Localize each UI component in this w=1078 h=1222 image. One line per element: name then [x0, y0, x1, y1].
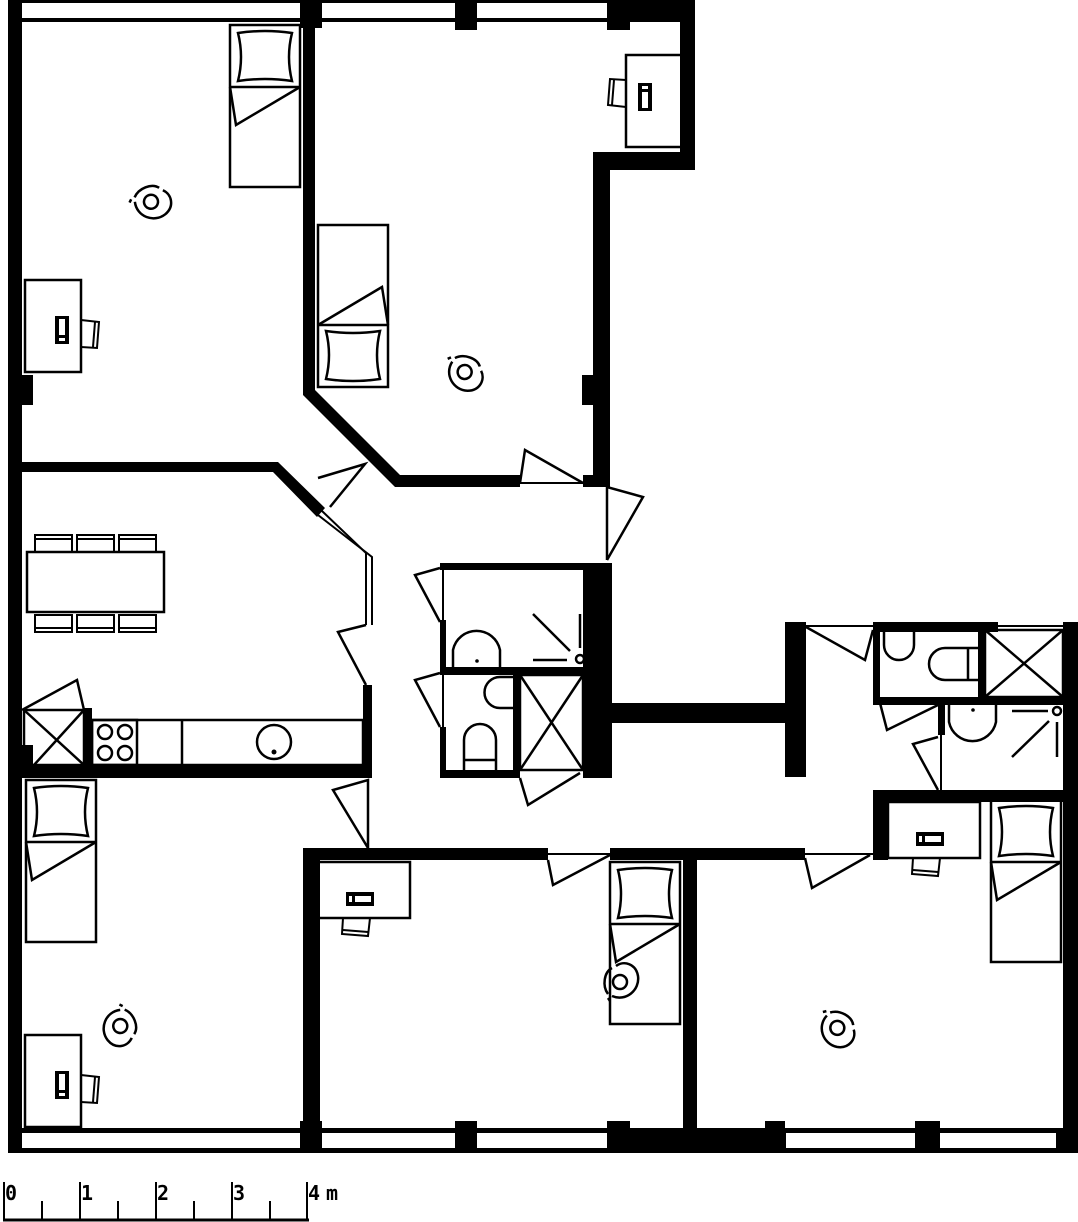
chair: [118, 614, 157, 633]
dining-table: [25, 534, 166, 633]
person-icon: [93, 1000, 145, 1053]
chair: [76, 534, 115, 553]
door-swing: [413, 566, 442, 623]
desk: [606, 53, 684, 149]
desk: [23, 1033, 101, 1129]
door-swing: [317, 461, 369, 508]
scale-label-4: 4: [308, 1181, 320, 1205]
bathroom-fixtures: [451, 613, 586, 772]
desk: [316, 860, 412, 938]
scale-unit: m: [326, 1181, 338, 1205]
door-swing: [605, 485, 645, 561]
person-icon: [811, 1005, 862, 1053]
chair: [34, 534, 73, 553]
door-swing: [413, 671, 442, 728]
doors: [21, 448, 940, 890]
bed: [24, 778, 98, 944]
scale-label-0: 0: [5, 1181, 17, 1205]
chair: [118, 534, 157, 553]
bed: [316, 223, 390, 389]
desk: [23, 278, 101, 374]
door-swing: [911, 735, 940, 791]
sink-icon: [483, 675, 513, 710]
door-swing: [546, 853, 611, 887]
door-swing: [336, 623, 368, 686]
door-swing: [518, 771, 581, 807]
sink-icon: [882, 632, 916, 662]
shower-icon: [532, 613, 586, 665]
toilet-icon: [927, 646, 978, 682]
door-swing: [331, 778, 370, 849]
exterior-walls: [8, 0, 1078, 1153]
toilet-icon: [451, 629, 502, 667]
door-swing: [805, 625, 875, 662]
scale-bar: 0 1 2 3 4 m: [3, 1181, 338, 1222]
shaft: [518, 673, 585, 772]
scale-label-2: 2: [157, 1181, 169, 1205]
bed: [608, 860, 682, 1026]
scale-label-3: 3: [233, 1181, 245, 1205]
chair: [76, 614, 115, 633]
bed: [989, 798, 1063, 964]
kitchen-counter: [22, 708, 365, 767]
chair: [34, 614, 73, 633]
door-swing: [21, 678, 86, 712]
door-swing: [518, 448, 584, 485]
toilet-icon: [947, 705, 998, 743]
door-swing: [878, 702, 939, 732]
interior-walls: [22, 22, 1078, 1153]
shower-icon: [1011, 705, 1063, 758]
person-icon: [125, 177, 178, 229]
stove-icon: [90, 718, 139, 767]
desk: [886, 800, 982, 878]
scale-label-1: 1: [81, 1181, 93, 1205]
bed: [228, 23, 302, 189]
right-bathroom-fixtures: [882, 628, 1065, 758]
sink-icon: [255, 723, 293, 761]
door-swing: [803, 853, 871, 890]
person-icon: [441, 352, 488, 395]
toilet-icon: [462, 722, 498, 770]
